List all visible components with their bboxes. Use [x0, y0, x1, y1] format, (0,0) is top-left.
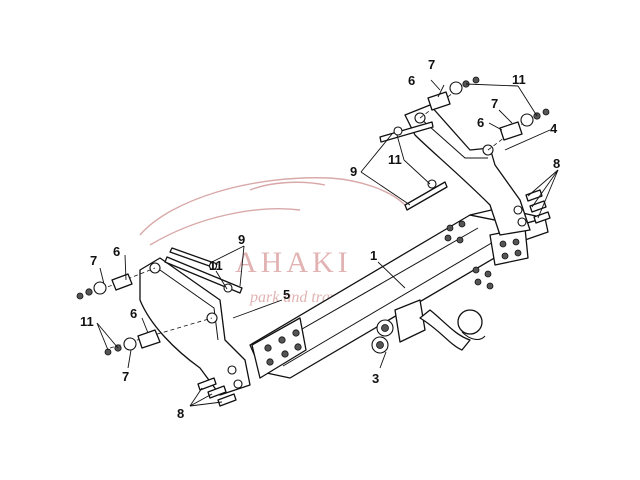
right-lower-spacer — [499, 108, 550, 141]
callout-5: 5 — [283, 287, 290, 302]
right-short-bolts — [525, 189, 551, 224]
callout-7-left-lower: 7 — [122, 369, 129, 384]
callout-8-right: 8 — [553, 156, 560, 171]
callout-6-right-upper: 6 — [408, 73, 415, 88]
callout-11-right-mid: 11 — [388, 152, 402, 167]
callout-3: 3 — [372, 371, 379, 386]
callout-labels: 1 3 4 5 6 6 6 6 7 7 7 7 8 8 9 9 11 11 11… — [80, 57, 560, 421]
watermark: AHAKI park and travel — [139, 177, 406, 306]
callout-11-right-upper: 11 — [512, 72, 526, 87]
callout-1: 1 — [370, 248, 377, 263]
left-upper-spacer — [76, 273, 133, 300]
callout-7-right-lower: 7 — [491, 96, 498, 111]
callout-6-right-lower: 6 — [477, 115, 484, 130]
right-bracket — [404, 79, 531, 236]
right-long-bolts — [379, 121, 448, 211]
callout-6-left-lower: 6 — [130, 306, 137, 321]
callout-11-left-upper: 11 — [209, 258, 223, 273]
left-long-bolts — [164, 247, 243, 294]
leader-lines — [96, 79, 559, 407]
callout-6-left-upper: 6 — [113, 244, 120, 259]
left-short-bolts — [197, 377, 237, 407]
watermark-brand: AHAKI — [235, 246, 352, 279]
tow-ball-assembly — [371, 299, 486, 354]
callout-9-right: 9 — [350, 164, 357, 179]
left-lower-spacer — [104, 329, 161, 356]
callout-8-left: 8 — [177, 406, 184, 421]
beam-right-nuts — [444, 220, 494, 290]
callout-4: 4 — [550, 121, 558, 136]
callout-7-right-upper: 7 — [428, 57, 435, 72]
callout-11-left-lower: 11 — [80, 314, 94, 329]
callout-7-left-upper: 7 — [90, 253, 97, 268]
callout-9-left: 9 — [238, 232, 245, 247]
right-upper-spacer — [427, 76, 480, 111]
